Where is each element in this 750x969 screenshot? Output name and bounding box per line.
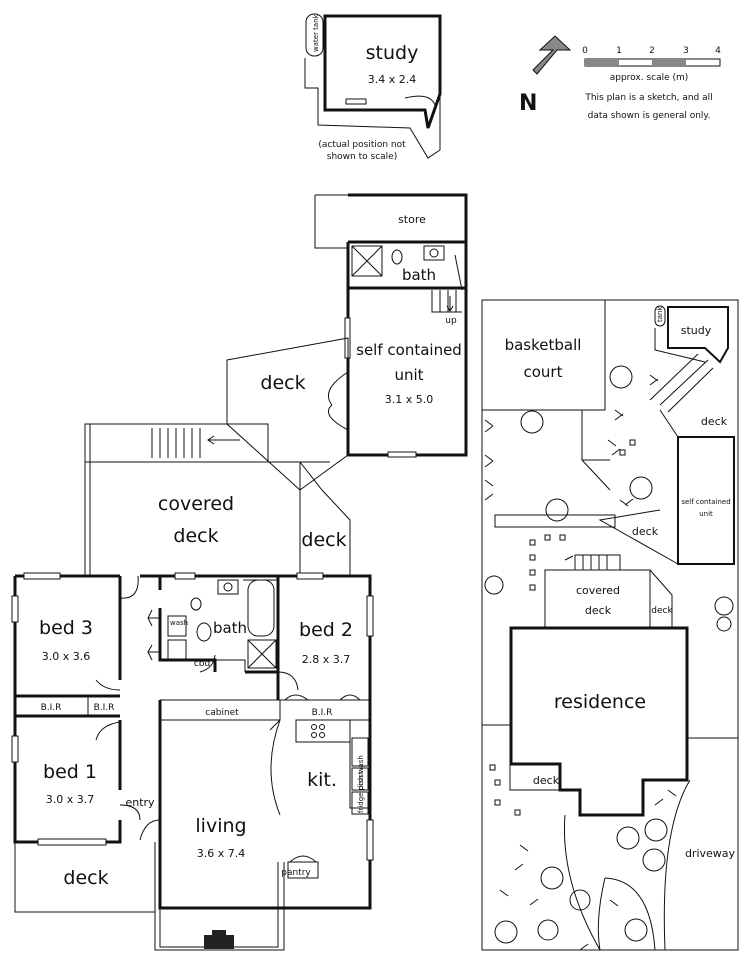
kitchen-label: kit. xyxy=(307,769,337,791)
unit-up-label: up xyxy=(445,316,457,326)
bed2-label: bed 2 xyxy=(299,619,353,641)
study-note-1: (actual position not xyxy=(318,140,406,150)
scale-tick-2: 2 xyxy=(649,46,655,56)
bed1-label: bed 1 xyxy=(43,761,97,783)
study-dims: 3.4 x 2.4 xyxy=(368,73,417,86)
bir-right: B.I.R xyxy=(312,708,333,718)
main-house: covered deck deck xyxy=(11,423,374,951)
entry-label: entry xyxy=(125,796,155,809)
water-tank-label: water tank xyxy=(312,13,320,52)
site-deck-small: deck xyxy=(651,606,673,616)
bed2-dims: 2.8 x 3.7 xyxy=(302,653,351,666)
covered-deck-line-2: deck xyxy=(173,525,218,547)
study-title: study xyxy=(366,42,419,64)
scale-tick-3: 3 xyxy=(683,46,689,56)
scale-tick-4: 4 xyxy=(715,46,721,56)
cbd-label: cbd xyxy=(194,659,210,669)
living-dims: 3.6 x 7.4 xyxy=(197,847,246,860)
site-tank-label: tank xyxy=(656,306,664,322)
disclaimer-1: This plan is a sketch, and all xyxy=(584,93,712,103)
bed3-dims: 3.0 x 3.6 xyxy=(42,650,91,663)
unit-store-label: store xyxy=(398,213,426,226)
study-detail: water tank study 3.4 x 2.4 (actual posit… xyxy=(304,13,442,162)
scale-label: approx. scale (m) xyxy=(610,73,689,83)
scale-tick-0: 0 xyxy=(582,46,588,56)
site-covered-2: deck xyxy=(585,604,612,617)
unit-title-2: unit xyxy=(394,366,423,384)
basketball-line-2: court xyxy=(524,363,563,381)
site-covered-1: covered xyxy=(576,584,620,597)
deck-right-label: deck xyxy=(301,529,346,551)
tree-icons xyxy=(484,365,734,951)
pantry-label: pantry xyxy=(281,868,311,878)
site-unit-line-1: self contained xyxy=(681,498,730,506)
site-unit-line-2: unit xyxy=(699,510,713,518)
fridge-label: fridge pcost xyxy=(357,771,365,813)
scale-tick-1: 1 xyxy=(616,46,622,56)
site-deck-bottom: deck xyxy=(533,774,560,787)
north-label: N xyxy=(519,91,537,116)
bir-left-2: B.I.R xyxy=(94,703,115,713)
basketball-line-1: basketball xyxy=(505,336,582,354)
covered-deck-line-1: covered xyxy=(158,493,234,515)
wash-label: wash xyxy=(170,619,188,627)
unit-deck-label: deck xyxy=(260,372,305,394)
legend: N 0 1 2 3 4 approx. scale (m) This plan … xyxy=(519,35,721,121)
bottom-deck-label: deck xyxy=(63,867,108,889)
cabinet-label: cabinet xyxy=(205,708,239,718)
site-driveway: driveway xyxy=(685,847,736,860)
house-bath-label: bath xyxy=(213,619,247,637)
site-deck-mid: deck xyxy=(632,525,659,538)
living-label: living xyxy=(195,815,246,837)
unit-deck: deck xyxy=(226,337,349,491)
bed3-label: bed 3 xyxy=(39,617,93,639)
bir-left-1: B.I.R xyxy=(41,703,62,713)
bed1-dims: 3.0 x 3.7 xyxy=(46,793,95,806)
unit-bath-label: bath xyxy=(402,266,436,284)
site-deck-top: deck xyxy=(701,415,728,428)
site-study-label: study xyxy=(681,324,712,337)
site-plan: basketball court tank study self contain… xyxy=(481,299,739,951)
study-note-2: shown to scale) xyxy=(327,152,397,162)
site-residence-label: residence xyxy=(554,691,646,713)
disclaimer-2: data shown is general only. xyxy=(588,111,711,121)
north-arrow-icon xyxy=(532,35,572,75)
unit-dims: 3.1 x 5.0 xyxy=(385,393,434,406)
unit-title-1: self contained xyxy=(356,341,462,359)
dishwasher-label: dish wash xyxy=(357,755,365,790)
self-contained-unit: store bath up self contained unit 3.1 x … xyxy=(314,193,468,458)
